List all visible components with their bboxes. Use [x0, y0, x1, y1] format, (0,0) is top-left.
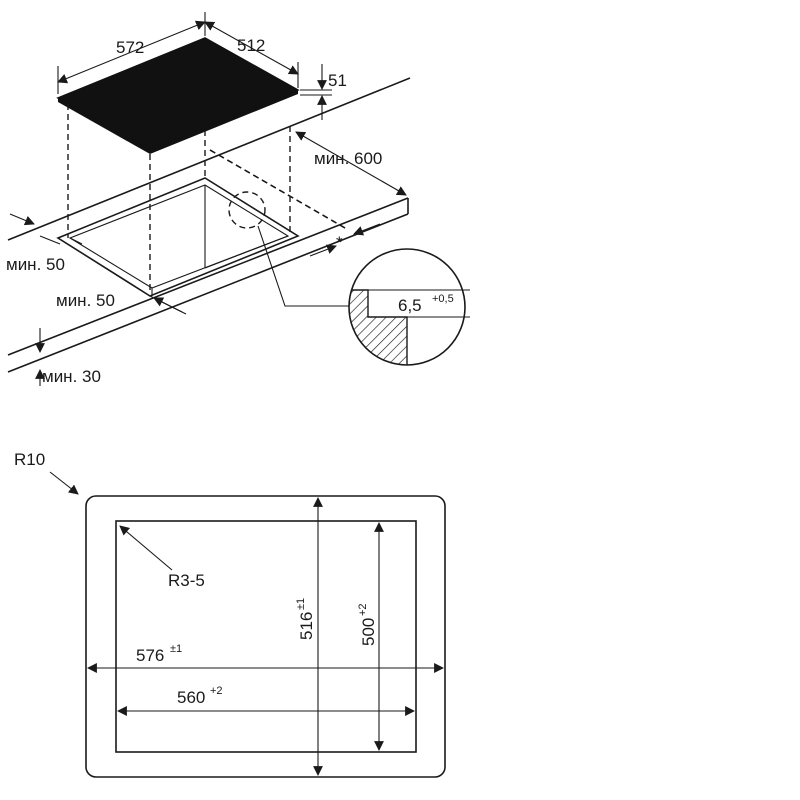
projection-lines — [67, 104, 346, 294]
worktop-cutout — [56, 177, 300, 297]
cutout-plan: R10 R3-5 576 ±1 560 +2 516 ±1 500 +2 — [14, 450, 446, 778]
detail-magnifier: 6,5 +0,5 — [348, 248, 470, 366]
dimension-min-back: мин. 600 — [295, 131, 407, 196]
dimension-min-side: мин. 50 — [6, 213, 65, 274]
outer-width-tol: ±1 — [170, 643, 182, 655]
recess-tolerance-label: +0,5 — [432, 293, 454, 305]
dimension-asterisk: * — [309, 223, 381, 257]
min-side-label: мин. 50 — [6, 255, 65, 274]
isometric-view: 572 512 51 мин. 600 * — [6, 12, 470, 386]
outer-radius-label: R10 — [14, 450, 45, 469]
dimension-hob-depth: 512 — [204, 21, 299, 88]
outer-height-label: 516 — [297, 612, 316, 640]
inner-height-tol: +2 — [357, 603, 369, 616]
inner-cutout — [115, 520, 417, 753]
recess-depth-label: 6,5 — [398, 296, 422, 315]
hob-depth-label: 512 — [237, 36, 265, 55]
outer-width-label: 576 — [136, 646, 164, 665]
asterisk-label: * — [336, 233, 343, 252]
min-worktop-label: мин. 30 — [42, 367, 101, 386]
hob-height-label: 51 — [328, 71, 347, 90]
inner-radius-label: R3-5 — [168, 571, 205, 590]
hob-width-label: 572 — [116, 38, 144, 57]
min-back-label: мин. 600 — [314, 149, 382, 168]
outer-height-tol: ±1 — [295, 598, 307, 610]
dimension-min-front: мин. 50 — [56, 291, 187, 315]
inner-height-label: 500 — [359, 618, 378, 646]
dimension-hob-height: 51 — [300, 64, 347, 120]
worktop — [7, 77, 411, 373]
dimension-hob-width: 572 — [57, 12, 206, 94]
detail-leader — [257, 225, 352, 307]
hob — [56, 37, 300, 154]
inner-width-tol: +2 — [210, 685, 223, 697]
inner-width-label: 560 — [177, 688, 205, 707]
dimension-min-worktop: мин. 30 — [35, 328, 101, 386]
min-front-label: мин. 50 — [56, 291, 115, 310]
outer-cutout — [85, 495, 446, 778]
